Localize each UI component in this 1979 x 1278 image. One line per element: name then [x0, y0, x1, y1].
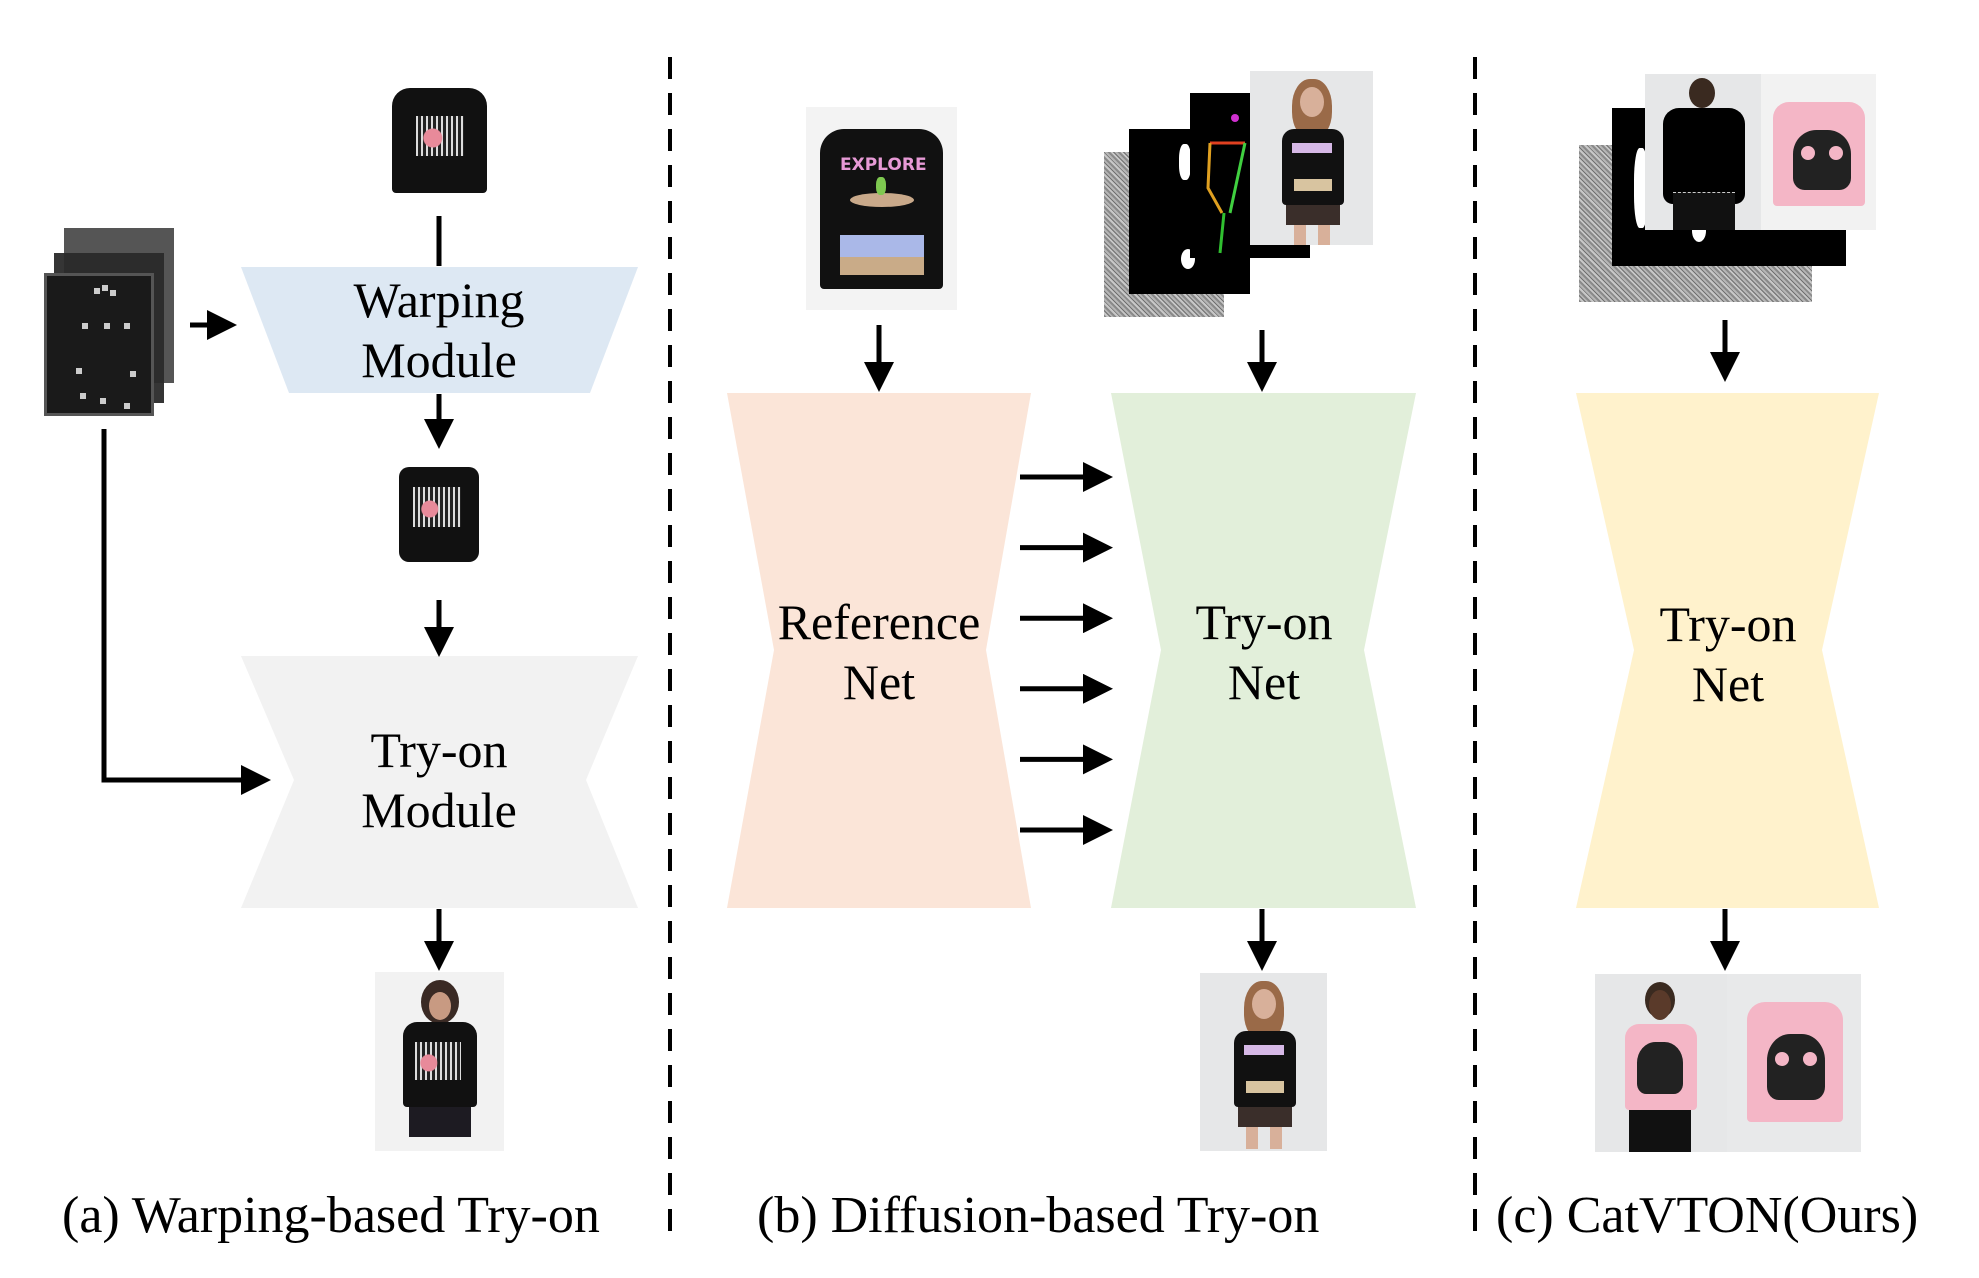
caption-a: (a) Warping-based Try-on	[62, 1187, 600, 1244]
tryon-net-shape-c	[1576, 393, 1879, 908]
person-representation-a	[44, 228, 174, 416]
garment-image-b: EXPLORE	[806, 107, 957, 310]
pose-skeleton-icon	[1206, 114, 1247, 254]
reference-net-label-line1: Reference	[777, 594, 981, 650]
reference-net-shape	[727, 393, 1031, 908]
arrow-person-to-tryon	[101, 429, 272, 795]
tryon-net-label-b-line2: Net	[1227, 654, 1301, 710]
result-image-b	[1200, 973, 1327, 1151]
warping-module-shape	[241, 267, 638, 393]
tryon-net-label-c-line2: Net	[1691, 656, 1765, 712]
caption-c: (c) CatVTON(Ours)	[1496, 1187, 1919, 1244]
tryon-net-label-b-line1: Try-on	[1195, 594, 1333, 650]
garment-image-a	[378, 76, 501, 200]
warped-garment-image-a	[387, 459, 488, 584]
result-image-a	[375, 972, 504, 1151]
caption-b: (b) Diffusion-based Try-on	[757, 1187, 1320, 1244]
person-input-b	[1250, 71, 1373, 245]
reference-net-label-line2: Net	[842, 654, 916, 710]
tryon-net-label-c-line1: Try-on	[1659, 596, 1797, 652]
reference-net-label: Reference Net	[729, 592, 1029, 712]
tryon-module-label: Try-on Module	[289, 720, 589, 840]
tryon-net-label-c: Try-on Net	[1578, 594, 1878, 714]
result-image-c	[1595, 974, 1861, 1152]
tryon-net-shape-b	[1111, 393, 1416, 908]
tryon-net-label-b: Try-on Net	[1114, 592, 1414, 712]
warping-module-label: Warping Module	[289, 270, 589, 390]
warping-module-label-line2: Module	[361, 332, 517, 388]
person-garment-input-c	[1645, 74, 1876, 230]
warping-module-label-line1: Warping	[353, 272, 525, 328]
tryon-module-label-line1: Try-on	[370, 722, 508, 778]
tryon-module-shape	[241, 656, 638, 908]
tryon-module-label-line2: Module	[361, 782, 517, 838]
feature-arrows	[1020, 462, 1114, 845]
